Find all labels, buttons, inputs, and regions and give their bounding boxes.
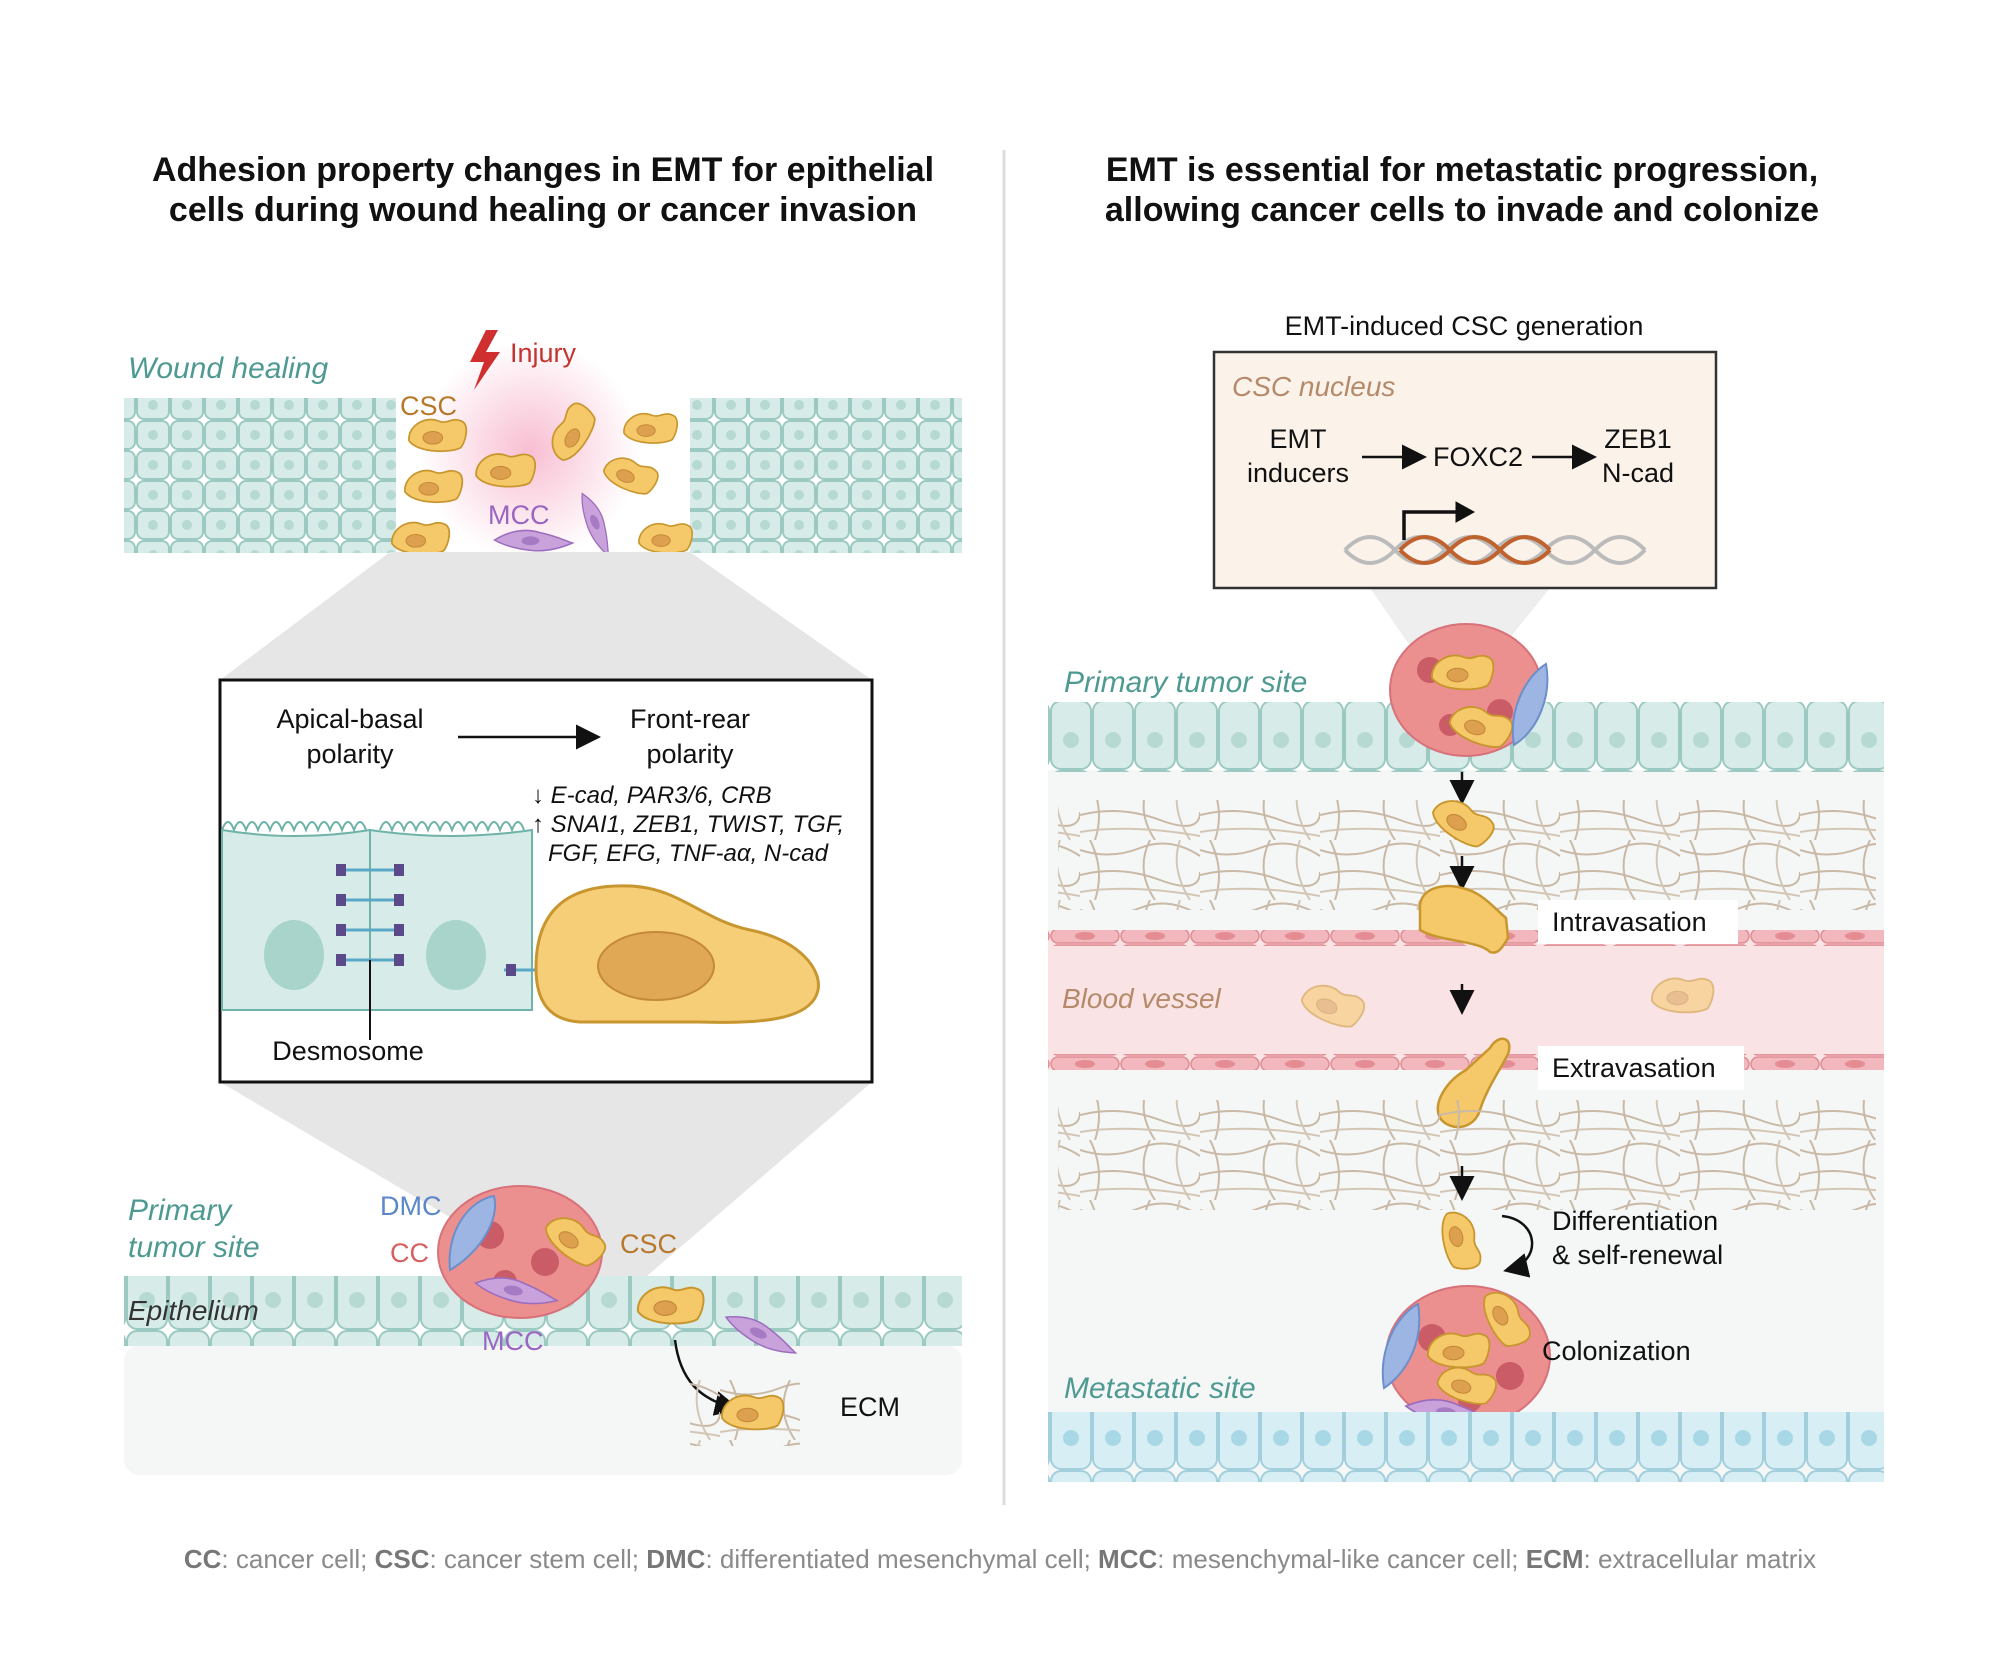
desmosome-label: Desmosome [272, 1036, 424, 1066]
metastatic-site-label: Metastatic site [1064, 1372, 1256, 1405]
legend-abbr: CC [184, 1544, 222, 1574]
extravasation-label: Extravasation [1552, 1053, 1716, 1083]
csc-cell [720, 1394, 785, 1431]
ecm-region-left [124, 1345, 962, 1475]
csc-cell [636, 1286, 705, 1325]
emt-inducers-line2: inducers [1247, 458, 1349, 488]
right-title-line2: allowing cancer cells to invade and colo… [1105, 191, 1819, 229]
ecm-label: ECM [840, 1392, 900, 1422]
dmc-cell [448, 1194, 497, 1272]
front-rear-line1: Front-rear [630, 704, 750, 734]
up-markers-2: FGF, EFG, TNF-aα, N-cad [548, 840, 829, 867]
legend-abbr: CSC [375, 1544, 430, 1574]
blood-vessel-label: Blood vessel [1062, 983, 1222, 1014]
csc-cell [1430, 654, 1495, 691]
emt-inducers-line1: EMT [1270, 424, 1327, 454]
legend-desc: : cancer cell; [221, 1544, 374, 1574]
mcc-label-tumor: MCC [482, 1326, 544, 1356]
lightning-icon [470, 330, 500, 390]
primary-tumor-line2: tumor site [128, 1231, 260, 1264]
legend-abbr: MCC [1098, 1544, 1157, 1574]
apical-basal-line1: Apical-basal [276, 704, 423, 734]
circulating-csc [1650, 977, 1715, 1014]
epithelium-label: Epithelium [128, 1295, 259, 1326]
right-panel: EMT is essential for metastatic progress… [1048, 151, 1884, 1482]
csc-nucleus-box [1212, 350, 1718, 590]
csc-nucleus-label: CSC nucleus [1232, 371, 1395, 402]
primary-tumor-line1: Primary [128, 1194, 233, 1227]
wound-tissue-right [690, 398, 962, 553]
zoom-box: Apical-basal polarity Front-rear polarit… [218, 678, 874, 1084]
left-panel: Adhesion property changes in EMT for epi… [124, 151, 962, 1475]
csc-label-wound: CSC [400, 391, 457, 421]
endothelium-bottom [1048, 1054, 1884, 1070]
csc-cell [623, 412, 679, 444]
legend-abbr: ECM [1526, 1544, 1584, 1574]
legend-desc: : mesenchymal-like cancer cell; [1157, 1544, 1525, 1574]
zeb1-label: ZEB1 [1604, 424, 1672, 454]
legend-desc: : differentiated mesenchymal cell; [705, 1544, 1098, 1574]
right-title-line1: EMT is essential for metastatic progress… [1106, 151, 1818, 189]
abbreviation-legend: CC: cancer cell; CSC: cancer stem cell; … [184, 1544, 1816, 1574]
dmc-label: DMC [380, 1191, 442, 1221]
legend-desc: : extracellular matrix [1584, 1544, 1817, 1574]
wound-tissue-left [124, 398, 396, 553]
nucleus [264, 920, 324, 990]
intravasation-bg [1538, 900, 1738, 944]
csc-nucleus [597, 931, 715, 1001]
microvilli [221, 821, 525, 833]
wound-healing-label: Wound healing [128, 352, 328, 385]
ncad-label: N-cad [1602, 458, 1674, 488]
csc-cell [391, 521, 451, 556]
down-markers: ↓ E-cad, PAR3/6, CRB [532, 782, 772, 809]
zoom-funnel-bottom [220, 1082, 872, 1282]
intravasating-csc [1418, 884, 1510, 954]
front-rear-line2: polarity [646, 739, 734, 769]
differentiation-line1: Differentiation [1552, 1206, 1718, 1236]
emt-csc-generation-label: EMT-induced CSC generation [1285, 311, 1644, 341]
self-renewal-arrow [1501, 1214, 1534, 1278]
dmc-cell [1511, 662, 1549, 747]
csc-cell [475, 453, 537, 488]
dna-helix-icon [1343, 501, 1647, 565]
primary-tumor-site-label: Primary tumor site [1064, 666, 1307, 699]
up-markers: ↑ SNAI1, ZEB1, TWIST, TGF, [532, 811, 844, 838]
dmc-cell [1381, 1302, 1421, 1390]
left-title-line2: cells during wound healing or cancer inv… [169, 191, 917, 229]
apical-basal-line2: polarity [306, 739, 394, 769]
csc-cell [408, 418, 468, 453]
epithelial-cell-right [369, 828, 533, 1011]
intravasation-label: Intravasation [1552, 907, 1707, 937]
legend-desc: : cancer stem cell; [429, 1544, 646, 1574]
zoom-funnel-top [220, 552, 872, 680]
csc-cell [1426, 1332, 1491, 1369]
extravasation-bg [1538, 1046, 1744, 1090]
differentiation-line2: & self-renewal [1552, 1240, 1723, 1270]
injury-label: Injury [510, 338, 577, 368]
foxc2-label: FOXC2 [1433, 442, 1523, 472]
csc-label-tumor: CSC [620, 1229, 677, 1259]
csc-cell [404, 469, 464, 504]
cc-label: CC [390, 1238, 429, 1268]
left-title-line1: Adhesion property changes in EMT for epi… [152, 151, 934, 189]
colonization-label: Colonization [1542, 1336, 1691, 1366]
mcc-label-wound: MCC [488, 500, 550, 530]
csc-cell [638, 522, 694, 554]
ecm-fibers-lower [1058, 1100, 1876, 1210]
nucleus [426, 920, 486, 990]
epithelium-right-bottom [1048, 1412, 1884, 1482]
legend-abbr: DMC [646, 1544, 705, 1574]
